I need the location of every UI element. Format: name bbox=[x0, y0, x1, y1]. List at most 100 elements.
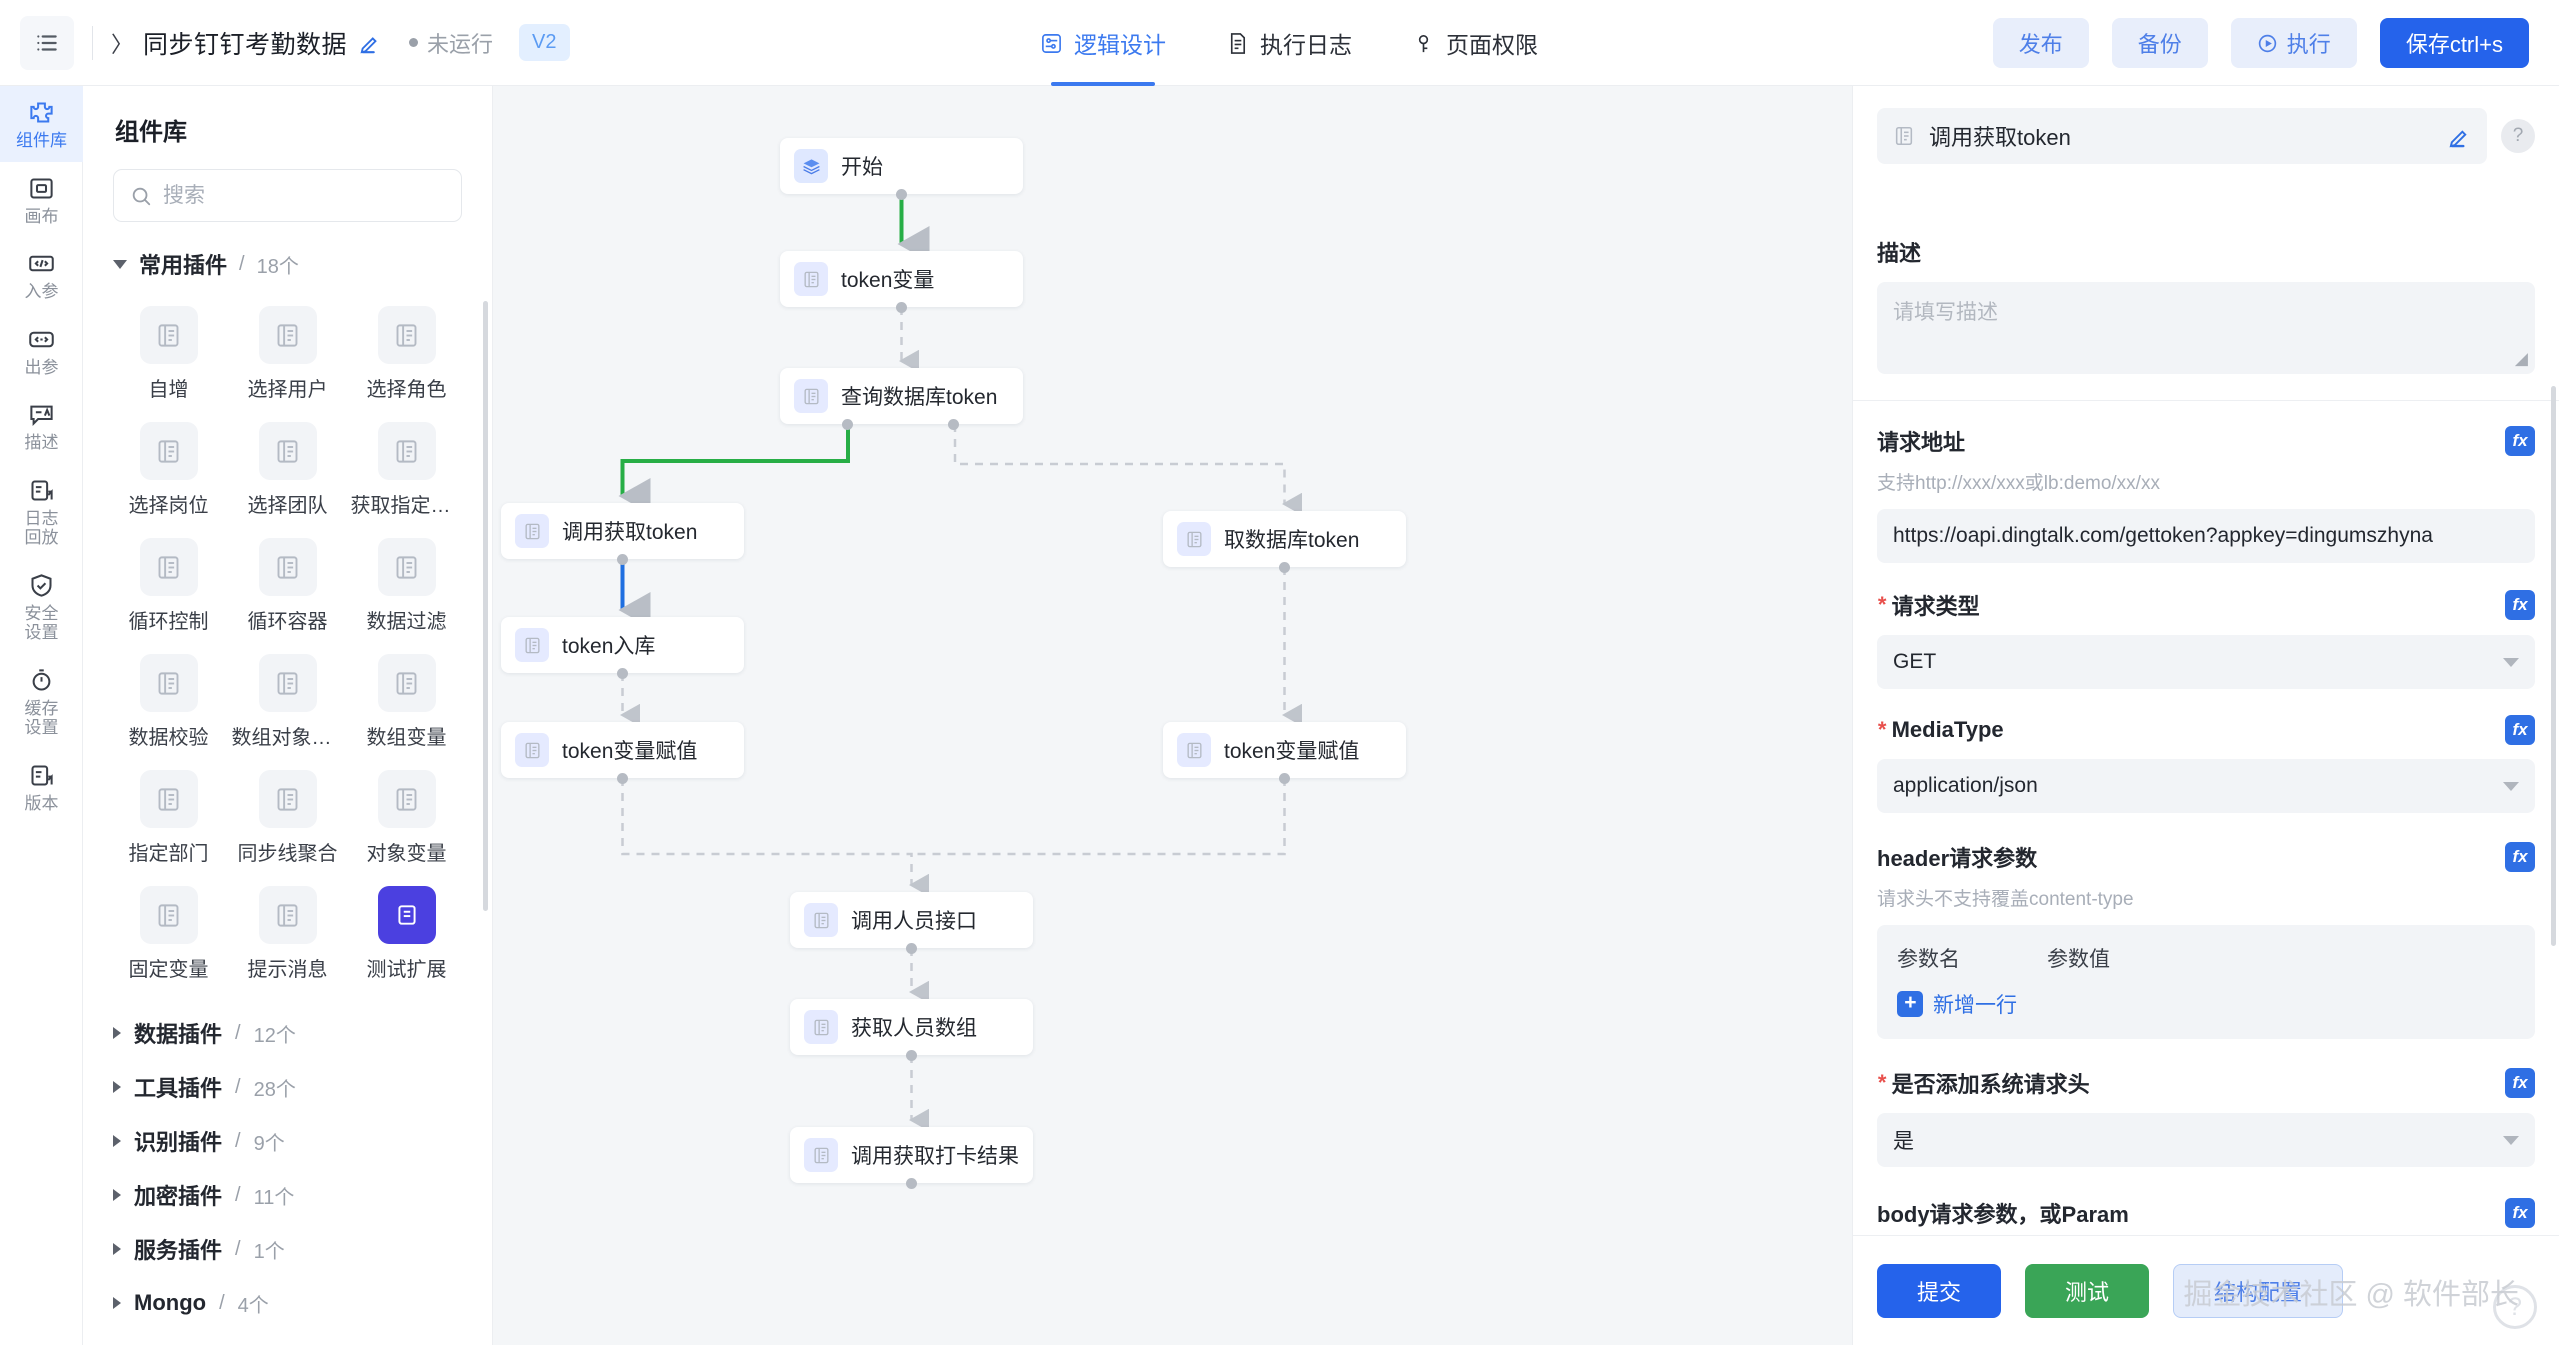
chevron-right-icon bbox=[113, 1081, 121, 1093]
properties-scrollbar[interactable] bbox=[2551, 386, 2556, 946]
flow-node[interactable]: token变量 bbox=[780, 251, 1023, 307]
flow-node[interactable]: token变量赋值 bbox=[1163, 722, 1406, 778]
plugin-item[interactable]: 数据校验 bbox=[109, 640, 228, 756]
node-port[interactable] bbox=[1279, 773, 1290, 784]
sysheader-select[interactable]: 是 bbox=[1877, 1113, 2535, 1167]
fx-icon[interactable]: fx bbox=[2505, 1068, 2535, 1098]
shield-icon bbox=[31, 574, 52, 597]
category-row[interactable]: 识别插件/9个 bbox=[113, 1114, 492, 1168]
flow-node[interactable]: 取数据库token bbox=[1163, 511, 1406, 567]
category-name: 工具插件 bbox=[134, 1076, 223, 1101]
description-icon bbox=[30, 405, 53, 427]
execute-button[interactable]: 执行 bbox=[2230, 18, 2357, 68]
fx-icon[interactable]: fx bbox=[2505, 842, 2535, 872]
node-port[interactable] bbox=[617, 668, 628, 679]
flow-canvas[interactable]: 开始 token变量查询数据库token 调用获取token token入库 token… bbox=[493, 86, 1852, 1345]
flow-node[interactable]: token变量赋值 bbox=[501, 722, 744, 778]
fx-icon[interactable]: fx bbox=[2505, 426, 2535, 456]
tab-logic-design[interactable]: 逻辑设计 bbox=[1040, 0, 1166, 86]
node-port[interactable] bbox=[617, 554, 628, 565]
rail-item-canvas[interactable]: 画布 bbox=[0, 162, 83, 238]
description-input[interactable]: 请填写描述 ◢ bbox=[1877, 282, 2535, 374]
url-input[interactable]: https://oapi.dingtalk.com/gettoken?appke… bbox=[1877, 509, 2535, 563]
plugin-item[interactable]: 测试扩展 bbox=[347, 872, 466, 988]
plugin-item[interactable]: 数组对象变量 bbox=[228, 640, 347, 756]
version-badge[interactable]: V2 bbox=[519, 24, 570, 61]
node-name-box[interactable]: 调用获取token bbox=[1877, 108, 2487, 164]
title-edit-icon[interactable] bbox=[359, 32, 381, 54]
method-select[interactable]: GET bbox=[1877, 635, 2535, 689]
node-port[interactable] bbox=[617, 773, 628, 784]
plugin-item[interactable]: 数据过滤 bbox=[347, 524, 466, 640]
plugin-item[interactable]: 固定变量 bbox=[109, 872, 228, 988]
node-port[interactable] bbox=[1279, 562, 1290, 573]
plugin-item[interactable]: 对象变量 bbox=[347, 756, 466, 872]
flow-node[interactable]: 调用获取打卡结果 bbox=[790, 1127, 1033, 1183]
panel-scrollbar[interactable] bbox=[483, 301, 488, 911]
flow-node[interactable]: 开始 bbox=[780, 138, 1023, 194]
help-icon[interactable]: ? bbox=[2501, 119, 2535, 153]
node-port[interactable] bbox=[896, 189, 907, 200]
node-name-edit-icon[interactable] bbox=[2448, 125, 2471, 148]
flow-node[interactable]: 获取人员数组 bbox=[790, 999, 1033, 1055]
add-header-row-button[interactable]: + 新增一行 bbox=[1897, 989, 2515, 1019]
node-port[interactable] bbox=[906, 1050, 917, 1061]
rail-item-output-params[interactable]: 出参 bbox=[0, 313, 83, 389]
flow-node[interactable]: 查询数据库token bbox=[780, 368, 1023, 424]
category-row[interactable]: Mongo/4个 bbox=[113, 1276, 492, 1330]
rail-item-version[interactable]: 版本 bbox=[0, 749, 83, 825]
fx-icon[interactable]: fx bbox=[2505, 590, 2535, 620]
flow-node[interactable]: token入库 bbox=[501, 617, 744, 673]
node-port[interactable] bbox=[906, 943, 917, 954]
plugin-item[interactable]: 同步线聚合 bbox=[228, 756, 347, 872]
node-icon bbox=[515, 733, 549, 767]
menu-icon[interactable] bbox=[20, 15, 74, 70]
tab-label: 页面权限 bbox=[1446, 32, 1538, 58]
node-port[interactable] bbox=[896, 302, 907, 313]
plugin-item[interactable]: 自增 bbox=[109, 292, 228, 408]
category-row[interactable]: 工具插件/28个 bbox=[113, 1060, 492, 1114]
node-port[interactable] bbox=[948, 419, 959, 430]
test-button[interactable]: 测试 bbox=[2025, 1263, 2150, 1318]
plugin-item[interactable]: 选择团队 bbox=[228, 408, 347, 524]
category-row[interactable]: 加密插件/11个 bbox=[113, 1168, 492, 1222]
tab-exec-log[interactable]: 执行日志 bbox=[1226, 0, 1352, 86]
search-box[interactable] bbox=[113, 169, 462, 222]
flow-node[interactable]: 调用获取token bbox=[501, 503, 744, 559]
category-row[interactable]: 服务插件/1个 bbox=[113, 1222, 492, 1276]
plugin-item[interactable]: 提示消息 bbox=[228, 872, 347, 988]
rail-item-description[interactable]: 描述 bbox=[0, 388, 83, 464]
plugin-item[interactable]: 选择角色 bbox=[347, 292, 466, 408]
tab-page-permission[interactable]: 页面权限 bbox=[1412, 0, 1538, 86]
resize-grip-icon[interactable]: ◢ bbox=[2514, 349, 2528, 368]
help-fab-icon[interactable]: ? bbox=[2493, 1285, 2537, 1329]
search-input[interactable] bbox=[163, 183, 445, 208]
rail-item-input-params[interactable]: 入参 bbox=[0, 237, 83, 313]
flow-node[interactable]: 调用人员接口 bbox=[790, 892, 1033, 948]
save-button[interactable]: 保存ctrl+s bbox=[2379, 18, 2529, 68]
rail-item-component-library[interactable]: 组件库 bbox=[0, 86, 83, 162]
plugin-item[interactable]: 指定部门 bbox=[109, 756, 228, 872]
category-row[interactable]: 数据插件/12个 bbox=[113, 1006, 492, 1060]
plugin-item[interactable]: 选择岗位 bbox=[109, 408, 228, 524]
structure-config-button[interactable]: 结构配置 bbox=[2173, 1263, 2344, 1318]
plugin-item[interactable]: 循环容器 bbox=[228, 524, 347, 640]
mediatype-select[interactable]: application/json bbox=[1877, 759, 2535, 813]
fx-icon[interactable]: fx bbox=[2505, 715, 2535, 745]
plugin-item[interactable]: 数组变量 bbox=[347, 640, 466, 756]
execute-label: 执行 bbox=[2286, 32, 2331, 57]
publish-button[interactable]: 发布 bbox=[1992, 18, 2089, 68]
node-port[interactable] bbox=[842, 419, 853, 430]
plugin-icon bbox=[139, 770, 198, 828]
plugin-item[interactable]: 循环控制 bbox=[109, 524, 228, 640]
rail-item-cache-settings[interactable]: 缓存 设置 bbox=[0, 654, 83, 749]
node-port[interactable] bbox=[906, 1178, 917, 1189]
group-header-common-plugins[interactable]: 常用插件 / 18个 bbox=[113, 248, 492, 280]
submit-button[interactable]: 提交 bbox=[1877, 1263, 2002, 1318]
plugin-item[interactable]: 选择用户 bbox=[228, 292, 347, 408]
plugin-item[interactable]: 获取指定请... bbox=[347, 408, 466, 524]
rail-item-security-settings[interactable]: 安全 设置 bbox=[0, 559, 83, 654]
backup-button[interactable]: 备份 bbox=[2111, 18, 2208, 68]
fx-icon[interactable]: fx bbox=[2505, 1198, 2535, 1228]
rail-item-log-replay[interactable]: 日志 回放 bbox=[0, 464, 83, 559]
